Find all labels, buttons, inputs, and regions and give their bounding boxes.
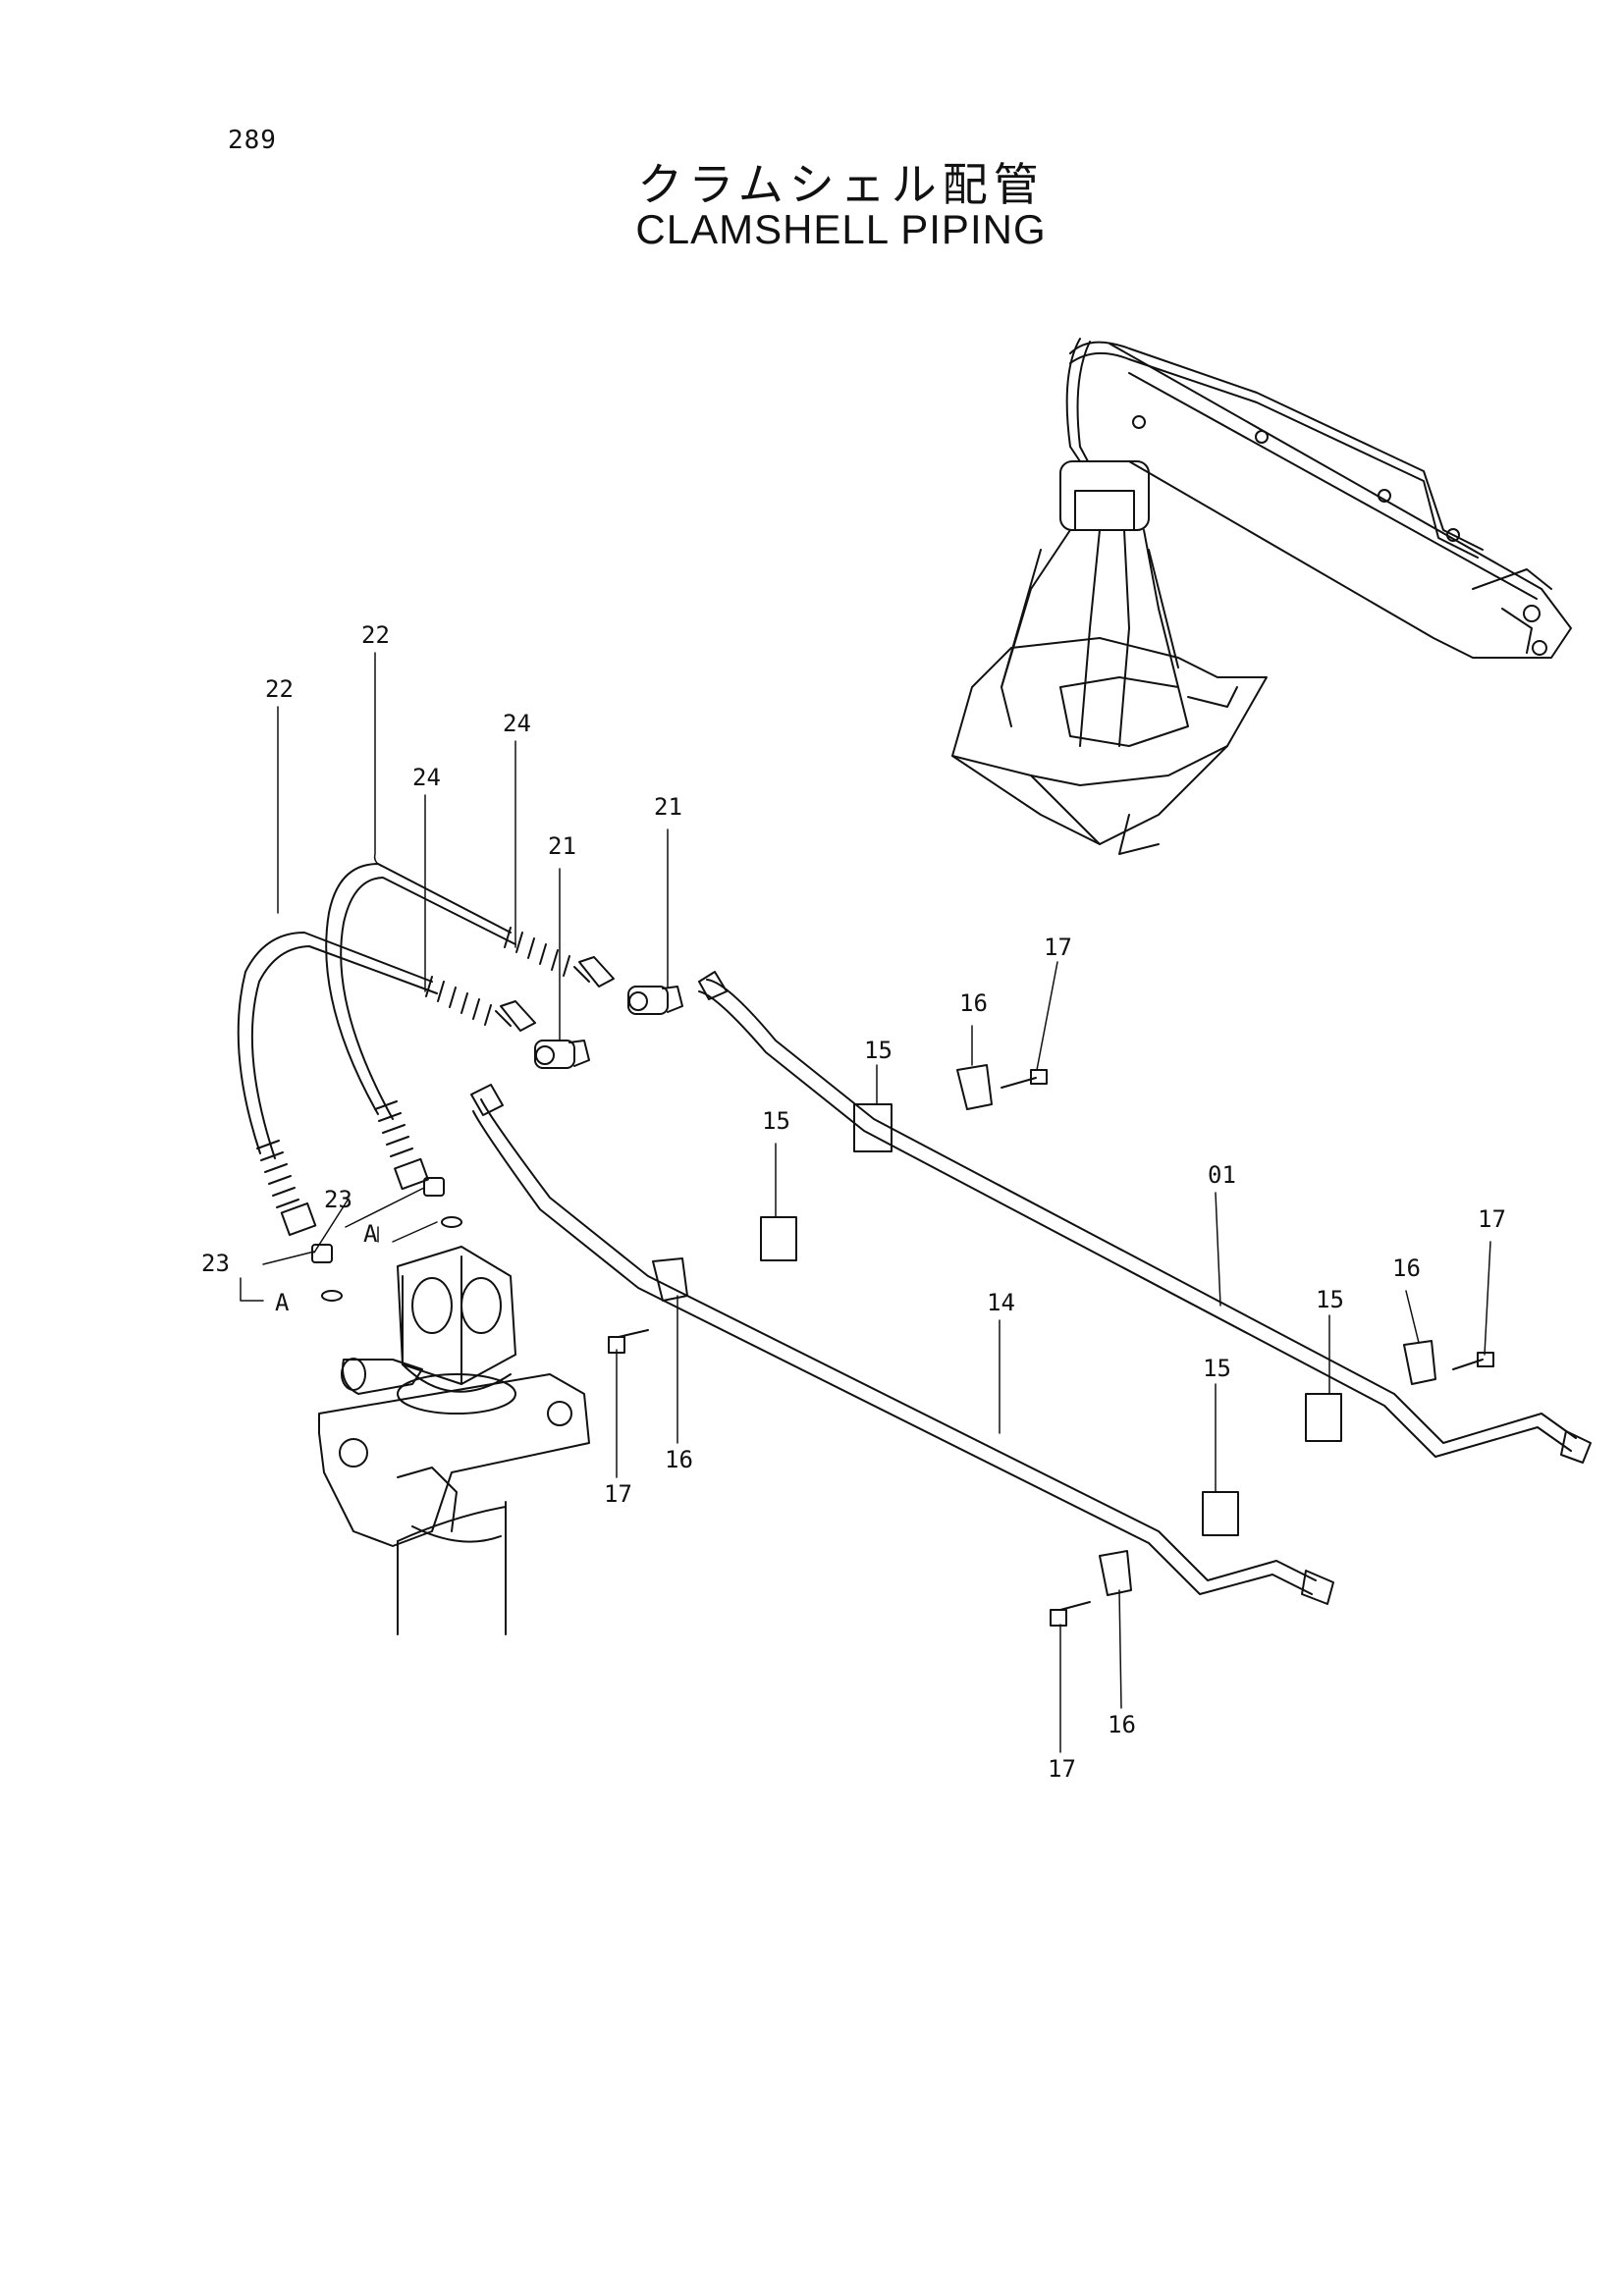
cylinder-head-illustration [318,1246,590,1635]
callout-23: 23 [201,1250,230,1277]
callout-15: 15 [1316,1286,1344,1313]
callout-22: 22 [361,621,390,649]
callout-21: 21 [548,832,576,860]
callout-16: 16 [959,989,988,1017]
callout-16: 16 [665,1446,693,1473]
callout-21: 21 [654,793,682,821]
pipe-14 [470,1084,1334,1605]
page-title-japanese: クラムシェル配管 [637,158,1045,211]
callout-15: 15 [864,1037,893,1064]
callout-14: 14 [987,1289,1015,1316]
page-number: 289 [228,126,277,155]
callout-16: 16 [1392,1255,1421,1282]
inset-clamshell-arm-illustration [951,338,1572,855]
hose-22-pair [237,863,570,1237]
callout-23: 23 [324,1186,352,1213]
bracket-16-set [652,1064,1436,1596]
callout-01: 01 [1208,1161,1236,1189]
leader-lines [240,652,1491,1753]
callout-15: 15 [1203,1355,1231,1382]
callout-labels: 01 14 15 15 15 15 16 16 16 16 17 17 17 1… [201,621,1506,1783]
callout-24: 24 [412,764,441,791]
detail-a-label: A [275,1289,290,1316]
adapter-23-pair [311,1177,462,1302]
elbow-21-pair [534,986,683,1069]
callout-16: 16 [1108,1711,1136,1738]
callout-17: 17 [1044,934,1072,961]
detail-a-label: A [363,1220,378,1248]
clamp-15-set [760,1103,1342,1536]
callout-17: 17 [1048,1755,1076,1783]
adapter-24-pair [495,956,615,1032]
callout-17: 17 [604,1480,632,1508]
callout-15: 15 [762,1107,790,1135]
callout-22: 22 [265,675,294,703]
page-title-english: CLAMSHELL PIPING [635,206,1047,252]
callout-17: 17 [1478,1205,1506,1233]
callout-24: 24 [503,710,531,737]
pipe-01 [698,971,1592,1464]
bolt-17-set [608,1069,1494,1627]
